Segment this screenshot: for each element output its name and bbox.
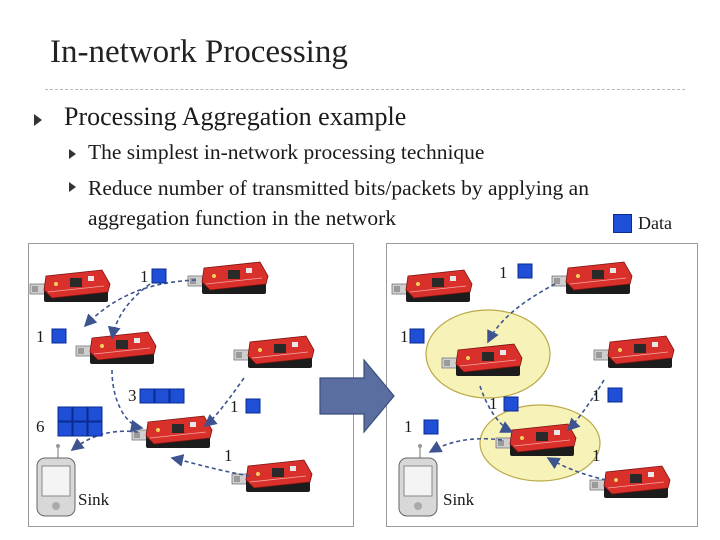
flow-arrow (566, 379, 605, 432)
sensor-node (29, 269, 111, 303)
sensor-node (391, 269, 473, 303)
count-label: 1 (489, 394, 498, 413)
flow-arrow (83, 279, 197, 328)
data-packet-icon (245, 398, 261, 414)
sink-label: Sink (78, 490, 110, 509)
count-label: 1 (230, 397, 239, 416)
flow-arrow (170, 454, 251, 477)
data-packet-icon (607, 387, 623, 403)
sub-bullet-arrow-icon (69, 182, 76, 192)
sensor-node (589, 465, 671, 499)
title-divider (45, 89, 685, 90)
sub-bullet-1: The simplest in-network processing techn… (88, 140, 485, 164)
data-packet-icon (517, 263, 533, 279)
count-label: 1 (224, 446, 233, 465)
data-packet-icon (51, 328, 67, 344)
flow-arrow (107, 283, 151, 340)
sink-label: Sink (443, 490, 475, 509)
data-packet-icon (409, 328, 425, 344)
data-packet-icon (151, 268, 167, 284)
sink-pda-icon (36, 444, 76, 517)
panel-with-aggregation (386, 243, 698, 527)
flow-arrow (546, 457, 607, 481)
count-label: 1 (499, 263, 508, 282)
count-label: 1 (36, 327, 45, 346)
bullet-arrow-icon (34, 114, 42, 126)
flow-arrow (428, 437, 503, 453)
count-label: 1 (140, 267, 149, 286)
sensor-node (593, 335, 675, 369)
flow-arrow (487, 283, 556, 344)
sensor-node (75, 331, 157, 365)
sub-bullet-2: Reduce number of transmitted bits/packet… (88, 176, 589, 230)
legend-data-square-icon (613, 214, 632, 233)
sensor-node (187, 261, 269, 295)
count-label: 3 (128, 386, 137, 405)
flow-arrow (111, 369, 144, 433)
sensor-node (551, 261, 633, 295)
transition-arrow-icon (319, 358, 395, 434)
sensor-node (131, 415, 213, 449)
count-label: 1 (592, 386, 601, 405)
flow-arrow (70, 430, 139, 451)
slide-title: In-network Processing (50, 34, 348, 70)
legend-label: Data (638, 213, 672, 233)
data-packet-icon (503, 396, 519, 412)
count-label: 1 (400, 327, 409, 346)
aggregated-packets-icon (139, 388, 185, 404)
data-packet-icon (423, 419, 439, 435)
received-packets-grid-icon (57, 406, 103, 437)
count-label: 1 (404, 417, 413, 436)
flow-arrow (203, 377, 245, 428)
sub-bullet-arrow-icon (69, 149, 76, 159)
sink-pda-icon (398, 444, 438, 517)
count-label: 6 (36, 417, 45, 436)
sensor-node (231, 459, 313, 493)
bullet-main: Processing Aggregation example (64, 102, 407, 131)
count-label: 1 (592, 446, 601, 465)
sensor-node (233, 335, 315, 369)
